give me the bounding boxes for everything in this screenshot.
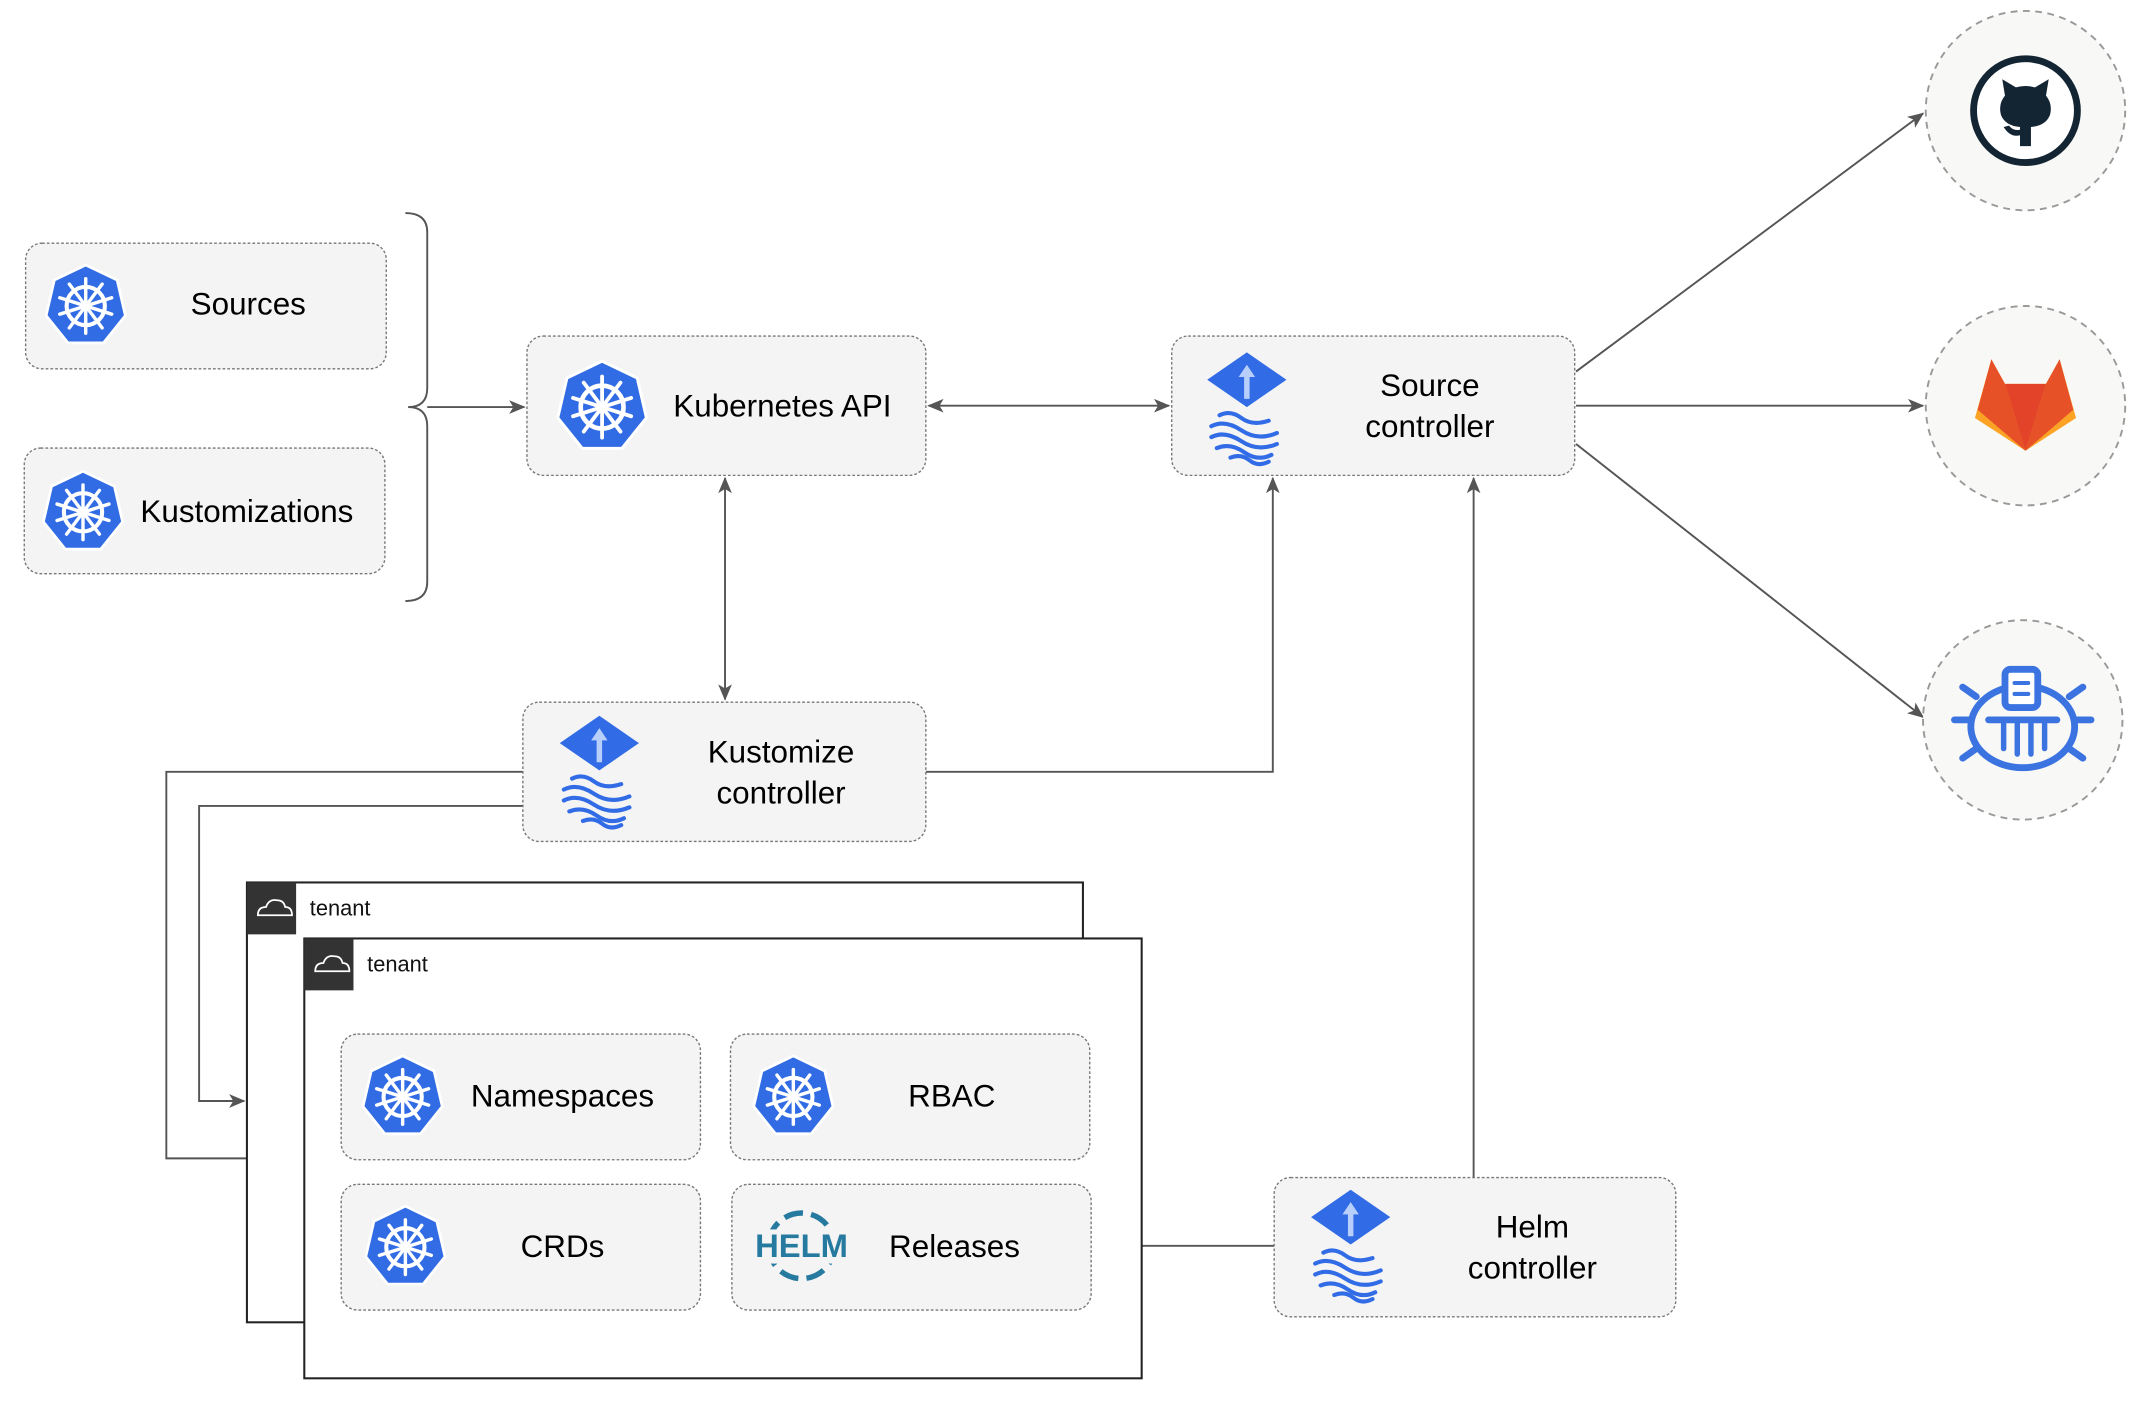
- cloud-icon: [256, 899, 293, 917]
- node-label: Sources: [191, 286, 306, 321]
- cloud-icon: [314, 955, 351, 973]
- edge-kustomize-to-source: [925, 476, 1280, 773]
- helm-logo-icon: HELM: [753, 1210, 850, 1282]
- kustomize-controller-node[interactable]: Kustomize controller: [522, 701, 927, 843]
- helm-repository[interactable]: [1922, 619, 2124, 821]
- edge-source-to-github: [1575, 112, 1925, 373]
- gitlab-repo[interactable]: [1924, 305, 2127, 507]
- node-label: Kustomize: [708, 734, 855, 769]
- kustomizations-node[interactable]: Kustomizations: [23, 447, 386, 575]
- sources-node[interactable]: Sources: [24, 242, 387, 370]
- node-label: Releases: [889, 1229, 1020, 1264]
- edge-kustomize-to-tenant-2: [165, 770, 523, 1166]
- node-label: Kubernetes API: [673, 389, 891, 424]
- source-controller-node[interactable]: Source controller: [1171, 335, 1576, 477]
- tenant-label: tenant: [310, 896, 371, 921]
- github-repo[interactable]: [1924, 9, 2127, 212]
- svg-text:HELM: HELM: [755, 1227, 848, 1264]
- gitlab-icon: [1974, 359, 2077, 451]
- node-label: controller: [1365, 409, 1494, 444]
- node-label: Source: [1380, 368, 1480, 403]
- helm-repository-icon: [1951, 665, 2095, 772]
- tenant-label: tenant: [367, 952, 428, 977]
- node-label: RBAC: [908, 1079, 995, 1114]
- node-label: Namespaces: [471, 1079, 654, 1114]
- node-label: controller: [1468, 1251, 1597, 1286]
- kubernetes-api-node[interactable]: Kubernetes API: [526, 335, 927, 477]
- crds-node[interactable]: CRDs: [340, 1183, 702, 1311]
- namespaces-node[interactable]: Namespaces: [340, 1033, 702, 1161]
- node-label: CRDs: [521, 1229, 605, 1264]
- node-label: controller: [716, 775, 845, 810]
- helm-controller-node[interactable]: Helm controller: [1273, 1176, 1677, 1318]
- rbac-node[interactable]: RBAC: [729, 1033, 1091, 1161]
- node-label: Helm: [1496, 1210, 1569, 1245]
- edge-source-to-helm-repo: [1575, 443, 1925, 719]
- node-label: Kustomizations: [140, 494, 353, 529]
- brace: [405, 212, 429, 603]
- releases-node[interactable]: HELM Releases: [731, 1183, 1092, 1311]
- edge-kustomize-to-tenant-1: [198, 804, 523, 1108]
- github-icon: [1970, 55, 2081, 166]
